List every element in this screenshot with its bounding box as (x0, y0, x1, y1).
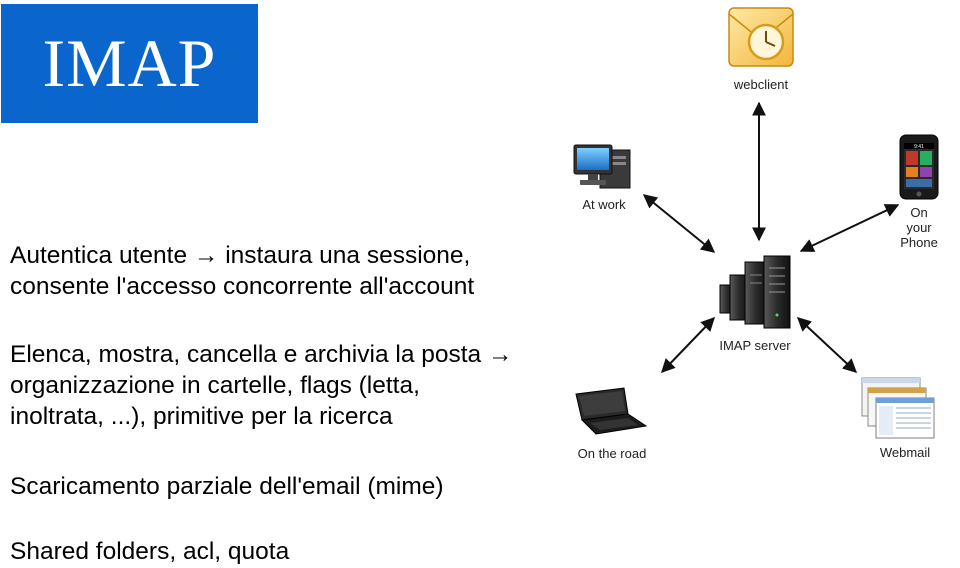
webmail-screens-icon (861, 377, 935, 439)
desktop-computer-icon (573, 144, 631, 189)
at-work-label: At work (582, 197, 626, 212)
bullet-line: Scaricamento parziale dell'email (mime) (10, 473, 444, 500)
bullet-line: organizzazione in cartelle, flags (letta… (10, 372, 420, 399)
phone-label-line: Phone (900, 235, 938, 250)
bullet-mail-management: Elenca, mostra, cancella e archivia la p… (10, 339, 513, 432)
on-the-road-label: On the road (577, 446, 647, 461)
server-icon (719, 255, 791, 329)
server-label: IMAP server (719, 338, 791, 353)
bullet-line: inoltrata, ...), primitive per la ricerc… (10, 403, 393, 430)
arrow-phone (799, 204, 900, 252)
bullet-line: Elenca, mostra, cancella e archivia la p… (10, 341, 513, 368)
arrow-on-the-road (661, 316, 715, 374)
phone-label-line: On (910, 205, 928, 220)
phone-clock: 9:41 (914, 144, 924, 150)
bullet-line: consente l'accesso concorrente all'accou… (10, 273, 475, 300)
arrow-at-work (642, 194, 716, 253)
webclient-icon (728, 7, 794, 67)
slide-title: IMAP (1, 4, 258, 123)
connection-arrows (642, 101, 900, 374)
webclient-label: webclient (733, 77, 789, 92)
bullet-authentication: Autentica utente → instaura una sessione… (10, 240, 474, 302)
arrow-webmail (796, 317, 858, 373)
bullet-shared-folders: Shared folders, acl, quota (10, 536, 289, 567)
bullet-partial-download: Scaricamento parziale dell'email (mime) (10, 471, 444, 502)
phone-label-line: your (906, 220, 932, 235)
smartphone-icon: 9:41 (899, 134, 939, 200)
bullet-line: Autentica utente → instaura una sessione… (10, 242, 471, 269)
bullet-line: Shared folders, acl, quota (10, 538, 290, 565)
webmail-label: Webmail (879, 445, 931, 460)
laptop-icon (575, 387, 648, 435)
phone-label: On your Phone (896, 205, 942, 250)
